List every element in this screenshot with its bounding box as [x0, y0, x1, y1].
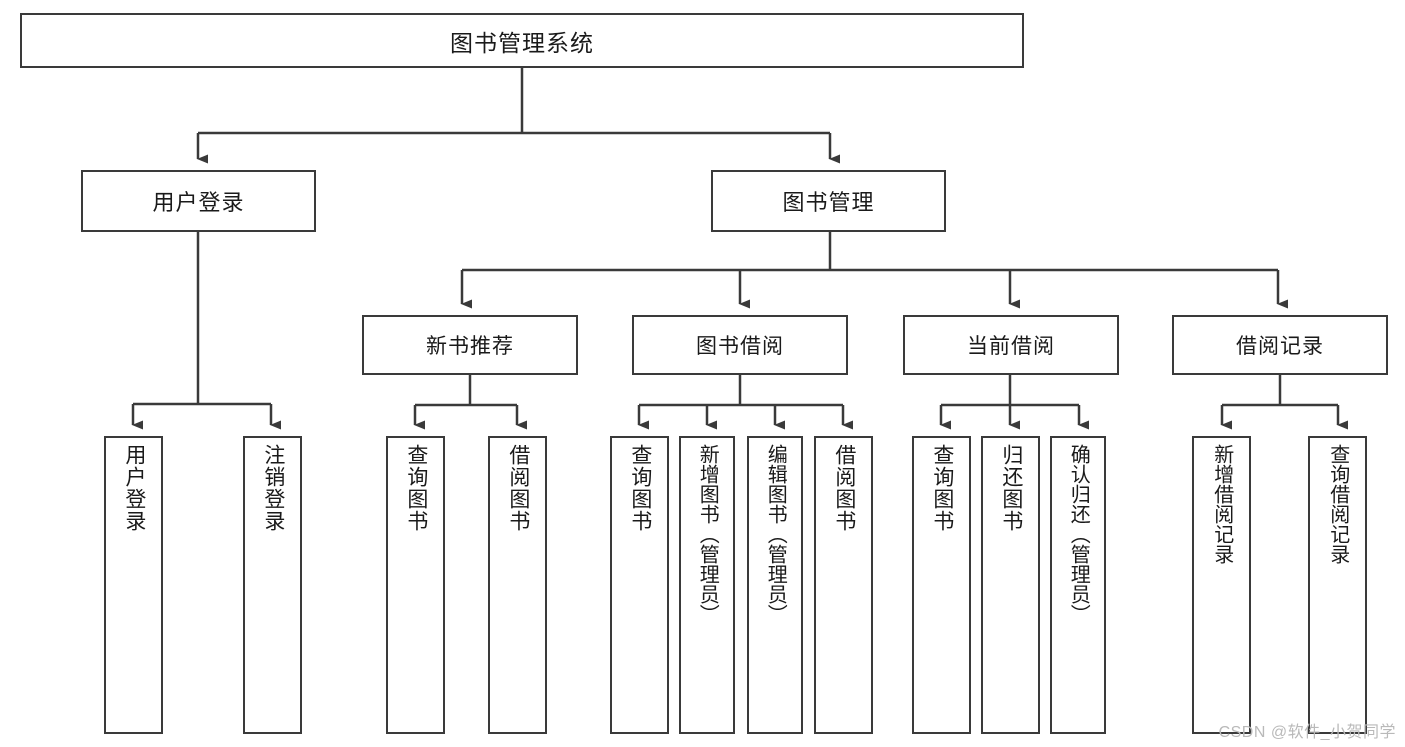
node-book-borrow-label: 图书借阅 [696, 335, 784, 358]
node-borrow-record[interactable]: 借阅记录 [1172, 315, 1388, 375]
node-leaf-user-login[interactable]: 用户登录 [104, 436, 163, 734]
node-leaf-query-book-3[interactable]: 查询图书 [912, 436, 971, 734]
node-user-login[interactable]: 用户登录 [81, 170, 316, 232]
node-borrow-record-label: 借阅记录 [1236, 335, 1324, 358]
node-user-login-label: 用户登录 [152, 190, 245, 215]
node-leaf-confirm-return-admin-label: 确认归还（管理员） [1067, 444, 1090, 624]
csdn-watermark: CSDN @软件_小贺同学 [1218, 724, 1396, 741]
node-leaf-query-book-2[interactable]: 查询图书 [610, 436, 669, 734]
node-leaf-borrow-book-1[interactable]: 借阅图书 [488, 436, 547, 734]
node-current-borrow-label: 当前借阅 [967, 335, 1055, 358]
node-leaf-logout-login[interactable]: 注销登录 [243, 436, 302, 734]
node-current-borrow[interactable]: 当前借阅 [903, 315, 1119, 375]
node-leaf-query-book-1-label: 查询图书 [404, 444, 428, 532]
node-new-book-recommend[interactable]: 新书推荐 [362, 315, 578, 375]
node-leaf-add-book-admin[interactable]: 新增图书（管理员） [679, 436, 735, 734]
node-root[interactable]: 图书管理系统 [20, 13, 1024, 68]
node-leaf-query-book-3-label: 查询图书 [930, 444, 954, 532]
node-leaf-query-book-1[interactable]: 查询图书 [386, 436, 445, 734]
node-leaf-user-login-label: 用户登录 [122, 444, 146, 532]
node-leaf-borrow-book-1-label: 借阅图书 [506, 444, 530, 532]
node-leaf-return-book-label: 归还图书 [999, 444, 1023, 532]
node-book-management-label: 图书管理 [782, 190, 875, 215]
node-leaf-edit-book-admin-label: 编辑图书（管理员） [764, 444, 787, 624]
node-leaf-add-borrow-record-label: 新增借阅记录 [1210, 444, 1233, 564]
node-leaf-borrow-book-2[interactable]: 借阅图书 [814, 436, 873, 734]
node-leaf-query-borrow-record[interactable]: 查询借阅记录 [1308, 436, 1367, 734]
node-leaf-add-borrow-record[interactable]: 新增借阅记录 [1192, 436, 1251, 734]
node-leaf-confirm-return-admin[interactable]: 确认归还（管理员） [1050, 436, 1106, 734]
node-leaf-query-book-2-label: 查询图书 [628, 444, 652, 532]
node-leaf-query-borrow-record-label: 查询借阅记录 [1326, 444, 1349, 564]
node-leaf-logout-login-label: 注销登录 [261, 444, 285, 532]
node-book-management[interactable]: 图书管理 [711, 170, 946, 232]
node-leaf-edit-book-admin[interactable]: 编辑图书（管理员） [747, 436, 803, 734]
node-leaf-borrow-book-2-label: 借阅图书 [832, 444, 856, 532]
node-root-label: 图书管理系统 [450, 29, 594, 56]
node-new-book-recommend-label: 新书推荐 [426, 335, 514, 358]
node-leaf-return-book[interactable]: 归还图书 [981, 436, 1040, 734]
node-book-borrow[interactable]: 图书借阅 [632, 315, 848, 375]
node-leaf-add-book-admin-label: 新增图书（管理员） [696, 444, 719, 624]
